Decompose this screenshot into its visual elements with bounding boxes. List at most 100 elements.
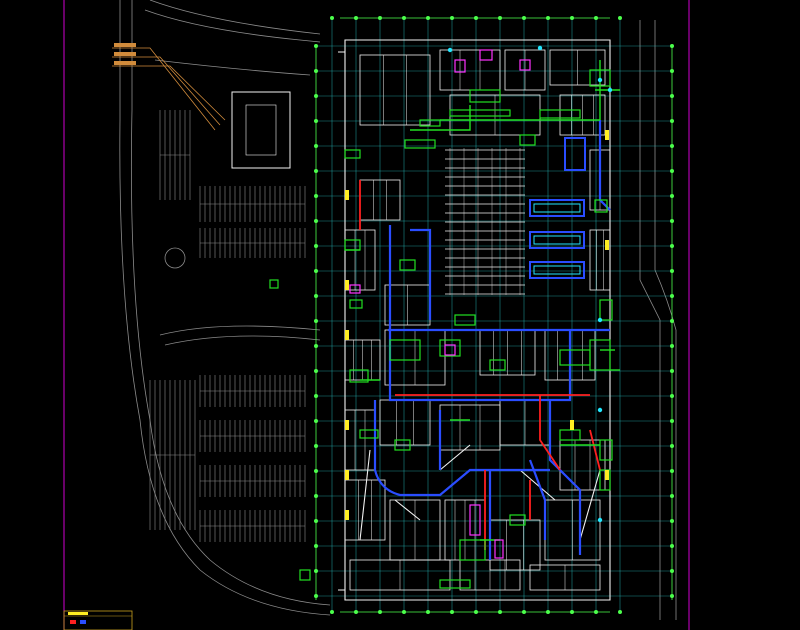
axis-bubble-right: [670, 469, 674, 473]
axis-bubble-top: [594, 16, 598, 20]
axis-bubble-right: [670, 244, 674, 248]
refrigeration-unit: [529, 261, 585, 279]
axis-bubble-bottom: [618, 610, 622, 614]
diffuser-point: [447, 47, 453, 53]
axis-bubble-left: [314, 569, 318, 573]
leader-line: [112, 56, 221, 126]
axis-bubble-left: [314, 294, 318, 298]
axis-bubble-left: [314, 319, 318, 323]
highlighted-fixture: [349, 284, 361, 294]
axis-bubble-bottom: [498, 610, 502, 614]
column-marker: [605, 130, 609, 140]
axis-bubble-bottom: [378, 610, 382, 614]
axis-bubble-left: [314, 594, 318, 598]
highlighted-fixture: [494, 539, 504, 559]
axis-bubble-right: [670, 194, 674, 198]
diffuser-point: [607, 87, 613, 93]
equipment-block: [594, 199, 608, 213]
equipment-block: [359, 429, 379, 439]
axis-bubble-left: [314, 494, 318, 498]
equipment-block: [489, 359, 506, 371]
axis-bubble-top: [570, 16, 574, 20]
axis-bubble-left: [314, 44, 318, 48]
axis-bubble-right: [670, 419, 674, 423]
room-outline: [589, 229, 611, 291]
axis-bubble-left: [314, 444, 318, 448]
axis-bubble-top: [498, 16, 502, 20]
highlighted-fixture: [454, 59, 466, 73]
axis-bubble-right: [670, 569, 674, 573]
axis-bubble-bottom: [522, 610, 526, 614]
axis-bubble-right: [670, 219, 674, 223]
return-duct: [589, 429, 601, 471]
axis-bubble-bottom: [330, 610, 334, 614]
diffuser-point: [537, 45, 543, 51]
column-marker: [345, 420, 349, 430]
equipment-block: [299, 569, 311, 581]
column-marker: [605, 470, 609, 480]
equipment-block: [589, 339, 611, 371]
axis-bubble-top: [522, 16, 526, 20]
equipment-block: [454, 314, 476, 326]
axis-bubble-left: [314, 344, 318, 348]
refrigeration-unit-inner: [533, 235, 581, 245]
highlighted-fixture: [469, 504, 481, 536]
axis-bubble-right: [670, 594, 674, 598]
axis-bubble-right: [670, 119, 674, 123]
site-layer: [119, 0, 677, 620]
axis-bubble-left: [314, 94, 318, 98]
room-outline: [359, 54, 431, 126]
north-building: [231, 91, 291, 169]
axis-bubble-right: [670, 94, 674, 98]
diffuser-point: [597, 407, 603, 413]
axis-bubble-bottom: [402, 610, 406, 614]
axis-bubble-left: [314, 244, 318, 248]
diffuser-point: [597, 317, 603, 323]
axis-bubble-left: [314, 544, 318, 548]
axis-bubble-right: [670, 544, 674, 548]
axis-bubble-top: [378, 16, 382, 20]
leader-tag: [114, 61, 136, 65]
site-boundary-line: [144, 9, 321, 43]
site-boundary-line: [639, 20, 661, 620]
supply-duct: [528, 459, 547, 540]
axis-bubble-left: [314, 419, 318, 423]
site-boundary-line: [130, 0, 331, 606]
axis-bubble-top: [546, 16, 550, 20]
axis-bubble-bottom: [354, 610, 358, 614]
room-outline: [559, 439, 606, 491]
axis-bubble-left: [314, 269, 318, 273]
supply-duct: [410, 228, 432, 320]
axis-bubble-right: [670, 369, 674, 373]
axis-bubble-bottom: [474, 610, 478, 614]
supply-duct: [373, 400, 550, 497]
equipment-block: [599, 299, 613, 321]
return-duct: [539, 395, 561, 471]
column-marker: [345, 190, 349, 200]
highlighted-fixture: [519, 59, 531, 71]
equipment-block: [419, 119, 441, 127]
site-boundary-line: [119, 0, 331, 616]
axis-bubble-left: [314, 69, 318, 73]
axis-bubble-left: [314, 519, 318, 523]
axis-bubble-right: [670, 519, 674, 523]
axis-bubble-bottom: [450, 610, 454, 614]
axis-bubble-right: [670, 444, 674, 448]
axis-bubble-right: [670, 144, 674, 148]
axis-bubble-left: [314, 369, 318, 373]
axis-bubble-top: [426, 16, 430, 20]
equipment-block: [349, 369, 369, 383]
axis-bubble-bottom: [546, 610, 550, 614]
piping-run: [410, 105, 471, 131]
equipment-block: [394, 439, 411, 451]
equipment-block: [439, 339, 461, 357]
site-boundary-line: [654, 20, 677, 620]
leader-tag: [114, 43, 136, 47]
axis-bubble-top: [618, 16, 622, 20]
equipment-block: [344, 149, 361, 159]
site-boundary-line: [149, 0, 321, 35]
equipment-block: [509, 514, 526, 526]
leader-line: [112, 47, 216, 131]
